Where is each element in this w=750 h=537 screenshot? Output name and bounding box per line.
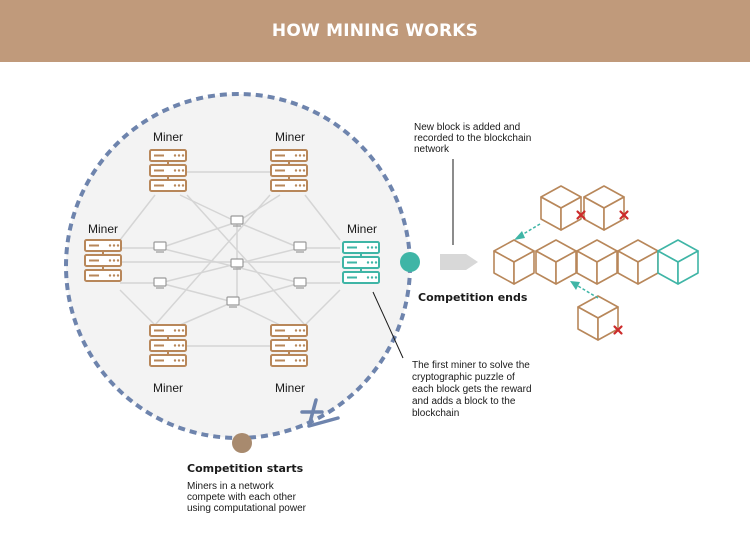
miner-server-icon: [150, 325, 186, 366]
cycle-arrow-icon: [300, 398, 340, 428]
page-title: HOW MINING WORKS: [271, 21, 479, 41]
chain-block-icon: [576, 239, 618, 285]
new-block-note-line: New block is added and: [414, 122, 520, 133]
first-miner-pointer-line: [372, 291, 404, 359]
miner-label: Miner: [275, 130, 305, 144]
chain-block-icon: [493, 239, 535, 285]
header-banner: HOW MINING WORKS: [0, 0, 750, 62]
competition-end-title: Competition ends: [418, 291, 528, 304]
new-block-icon: [657, 239, 699, 285]
miner-label: Miner: [88, 222, 118, 236]
competition-start-desc-line: compete with each other: [187, 492, 297, 503]
competition-start-desc-line: Miners in a network: [187, 481, 275, 492]
arrow-right-icon: [440, 254, 478, 270]
network-node-icon: [153, 277, 167, 289]
network-node-icon: [230, 215, 244, 227]
winning-miner-server-icon: [343, 242, 379, 283]
rejected-block-icon: [540, 185, 582, 231]
competition-start-desc-line: using computational power: [187, 503, 307, 514]
rejected-block-icon: [577, 295, 619, 341]
network-node-icon: [153, 241, 167, 253]
network-node-icon: [230, 258, 244, 270]
first-miner-note-line: The first miner to solve the: [412, 360, 530, 371]
miner-label: Miner: [347, 222, 377, 236]
first-miner-note-line: blockchain: [412, 408, 459, 419]
miner-label: Miner: [275, 381, 305, 395]
first-miner-note-line: and adds a block to the: [412, 396, 516, 407]
rejected-link-line: [519, 223, 541, 237]
rejected-block-icon: [583, 185, 625, 231]
miner-server-icon: [271, 325, 307, 366]
network-node-icon: [226, 296, 240, 308]
competition-start-dot: [232, 433, 252, 453]
miner-server-icon: [271, 150, 307, 191]
miner-label: Miner: [153, 381, 183, 395]
network-connections: [119, 171, 341, 347]
competition-start-title: Competition starts: [187, 462, 304, 475]
chain-block-icon: [617, 239, 659, 285]
competition-end-dot: [400, 252, 420, 272]
network-node-icon: [293, 241, 307, 253]
first-miner-note-line: cryptographic puzzle of: [412, 372, 515, 383]
arrow-icon: [514, 231, 525, 240]
network-node-icon: [293, 277, 307, 289]
rejected-link-line: [577, 285, 599, 299]
first-miner-note-line: each block gets the reward: [412, 384, 532, 395]
miner-server-icon: [150, 150, 186, 191]
arrow-icon: [570, 281, 580, 290]
new-block-note-line: network: [414, 144, 450, 155]
miner-label: Miner: [153, 130, 183, 144]
new-block-note-line: recorded to the blockchain: [414, 133, 531, 144]
miner-server-icon: [85, 240, 121, 281]
chain-block-icon: [535, 239, 577, 285]
